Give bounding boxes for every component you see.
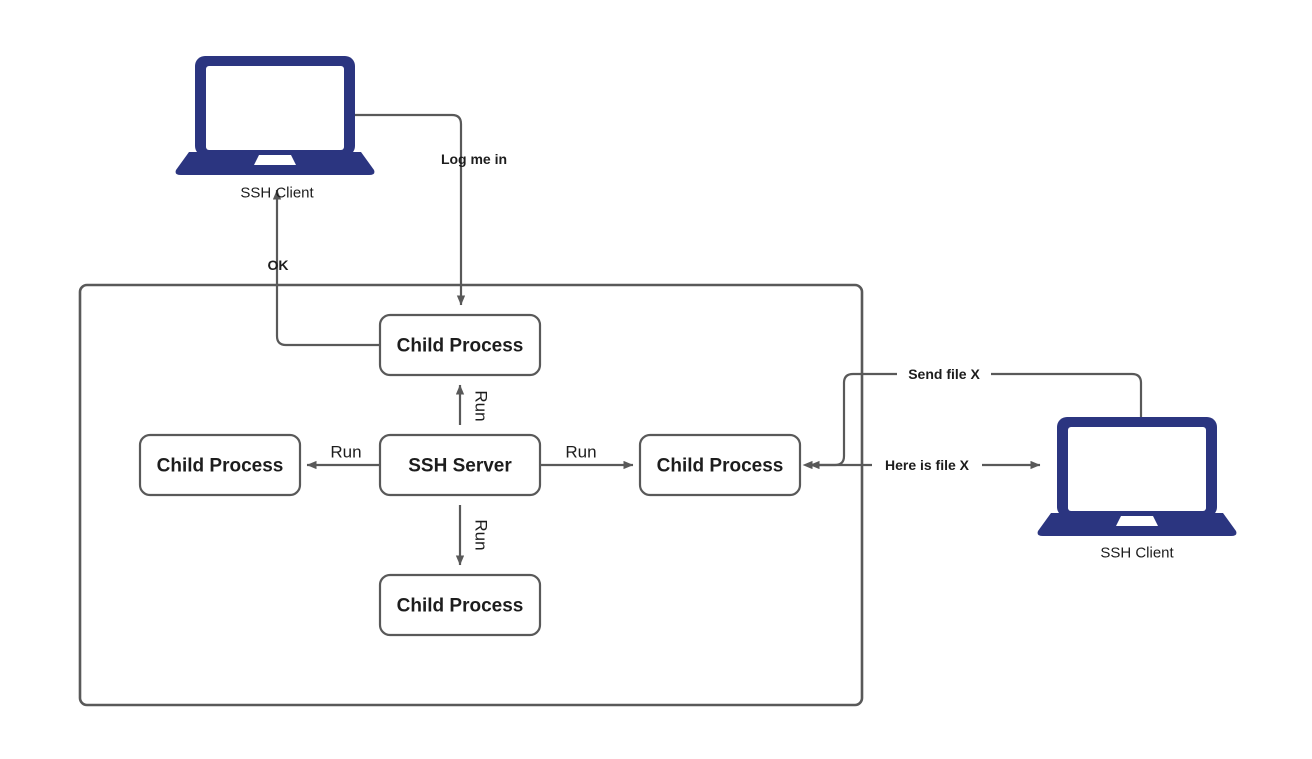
ssh-client-right[interactable]: SSH Client — [1037, 417, 1237, 562]
ssh-client-right-label: SSH Client — [1100, 545, 1174, 562]
edge-label-run-right: Run — [559, 440, 603, 462]
edge-label-run-up: Run — [472, 390, 491, 421]
ssh-server-box — [378, 433, 542, 497]
edge-label-ok: OK — [268, 257, 289, 273]
node-child-process-bottom[interactable]: Child Process — [378, 573, 542, 637]
edge-label-here-is-file-x: Here is file X — [872, 455, 982, 475]
run-up-text: Run — [472, 390, 491, 421]
child-process-top-label: Child Process — [397, 336, 524, 357]
ssh-client-left[interactable]: SSH Client — [175, 56, 375, 202]
laptop-icon — [1037, 417, 1237, 536]
child-process-left-label: Child Process — [157, 456, 284, 477]
edge-log-me-in — [352, 113, 466, 306]
child-process-bottom-box — [378, 573, 542, 637]
edge-label-run-down: Run — [472, 519, 491, 550]
edge-label-send-file-x: Send file X — [897, 364, 991, 384]
node-child-process-right[interactable]: Child Process — [638, 433, 802, 497]
ssh-server-host-boundary — [78, 283, 864, 707]
ssh-client-left-label: SSH Client — [240, 185, 314, 202]
node-child-process-left[interactable]: Child Process — [138, 433, 302, 497]
laptop-icon — [175, 56, 375, 175]
run-right-text: Run — [565, 443, 596, 462]
child-process-top-box — [378, 313, 542, 377]
log-me-in-text: Log me in — [441, 151, 507, 167]
edge-label-run-left: Run — [325, 440, 369, 462]
run-down-text: Run — [472, 519, 491, 550]
node-child-process-top[interactable]: Child Process — [378, 313, 542, 377]
edge-ok — [272, 189, 379, 347]
here-is-file-x-text: Here is file X — [885, 457, 970, 473]
run-left-text: Run — [330, 443, 361, 462]
send-file-x-text: Send file X — [908, 366, 980, 382]
child-process-right-box — [638, 433, 802, 497]
child-process-right-label: Child Process — [657, 456, 784, 477]
child-process-bottom-label: Child Process — [397, 596, 524, 617]
node-ssh-server[interactable]: SSH Server — [378, 433, 542, 497]
ok-text: OK — [268, 257, 289, 273]
child-process-left-box — [138, 433, 302, 497]
ssh-server-label: SSH Server — [408, 456, 512, 477]
edge-label-log-me-in: Log me in — [441, 151, 507, 167]
